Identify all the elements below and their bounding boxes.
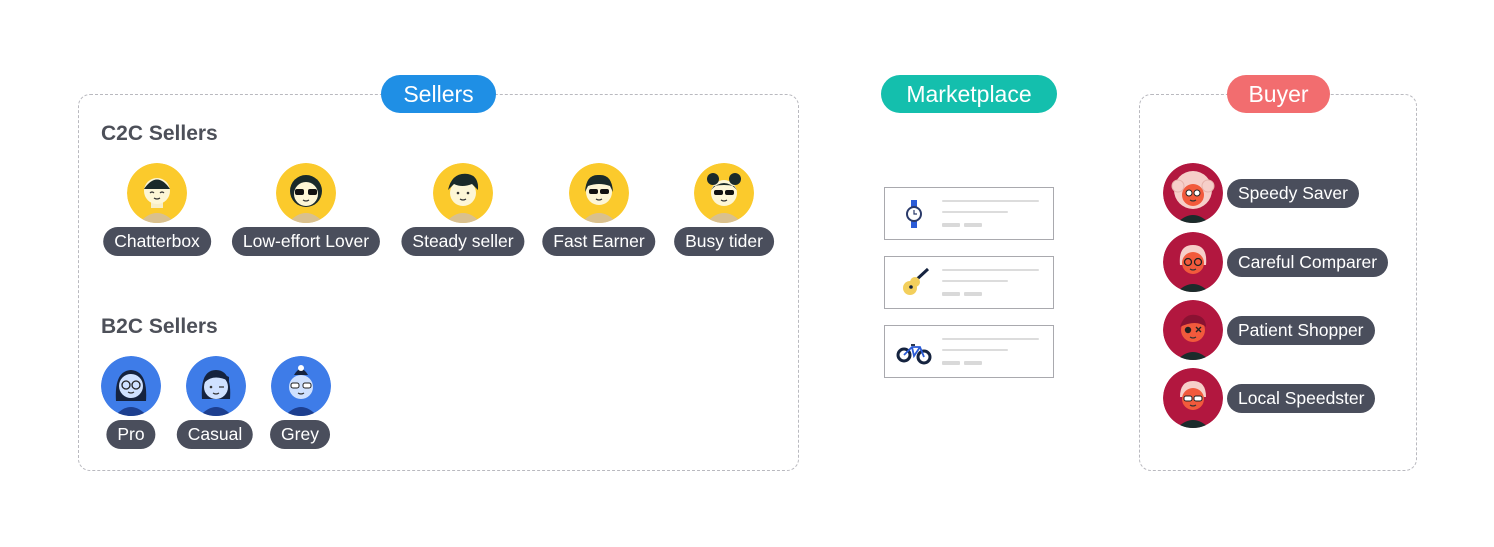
guitar-icon bbox=[903, 267, 930, 295]
listing-card-watch bbox=[884, 187, 1054, 240]
tag-pro: Pro bbox=[106, 420, 156, 449]
c2c-sellers-title: C2C Sellers bbox=[101, 122, 218, 145]
tag-patient-shopper: Patient Shopper bbox=[1227, 316, 1375, 345]
sellers-header: Sellers bbox=[381, 75, 496, 113]
pro-avatar bbox=[100, 355, 162, 417]
marketplace-header: Marketplace bbox=[881, 75, 1057, 113]
low-effort-lover-avatar bbox=[275, 162, 337, 224]
tag-fast-earner: Fast Earner bbox=[542, 227, 656, 256]
tag-casual: Casual bbox=[176, 420, 254, 449]
b2c-sellers-title: B2C Sellers bbox=[101, 315, 218, 338]
listing-card-guitar bbox=[884, 256, 1054, 309]
watch-icon bbox=[906, 200, 922, 228]
tag-busy-tider: Busy tider bbox=[674, 227, 774, 256]
casual-avatar bbox=[185, 355, 247, 417]
local-speedster-avatar bbox=[1162, 367, 1224, 429]
tag-grey: Grey bbox=[270, 420, 330, 449]
tag-speedy-saver: Speedy Saver bbox=[1227, 179, 1359, 208]
patient-shopper-avatar bbox=[1162, 299, 1224, 361]
buyer-header: Buyer bbox=[1227, 75, 1330, 113]
fast-earner-avatar bbox=[568, 162, 630, 224]
chatterbox-avatar bbox=[126, 162, 188, 224]
grey-avatar bbox=[270, 355, 332, 417]
tag-low-effort-lover: Low-effort Lover bbox=[231, 227, 381, 256]
busy-tider-avatar bbox=[693, 162, 755, 224]
careful-comparer-avatar bbox=[1162, 231, 1224, 293]
tag-careful-comparer: Careful Comparer bbox=[1227, 248, 1389, 277]
tag-chatterbox: Chatterbox bbox=[103, 227, 211, 256]
tag-steady-seller: Steady seller bbox=[401, 227, 525, 256]
listing-card-bicycle bbox=[884, 325, 1054, 378]
steady-seller-avatar bbox=[432, 162, 494, 224]
tag-local-speedster: Local Speedster bbox=[1227, 384, 1376, 413]
speedy-saver-avatar bbox=[1162, 162, 1224, 224]
bicycle-icon bbox=[896, 344, 932, 365]
